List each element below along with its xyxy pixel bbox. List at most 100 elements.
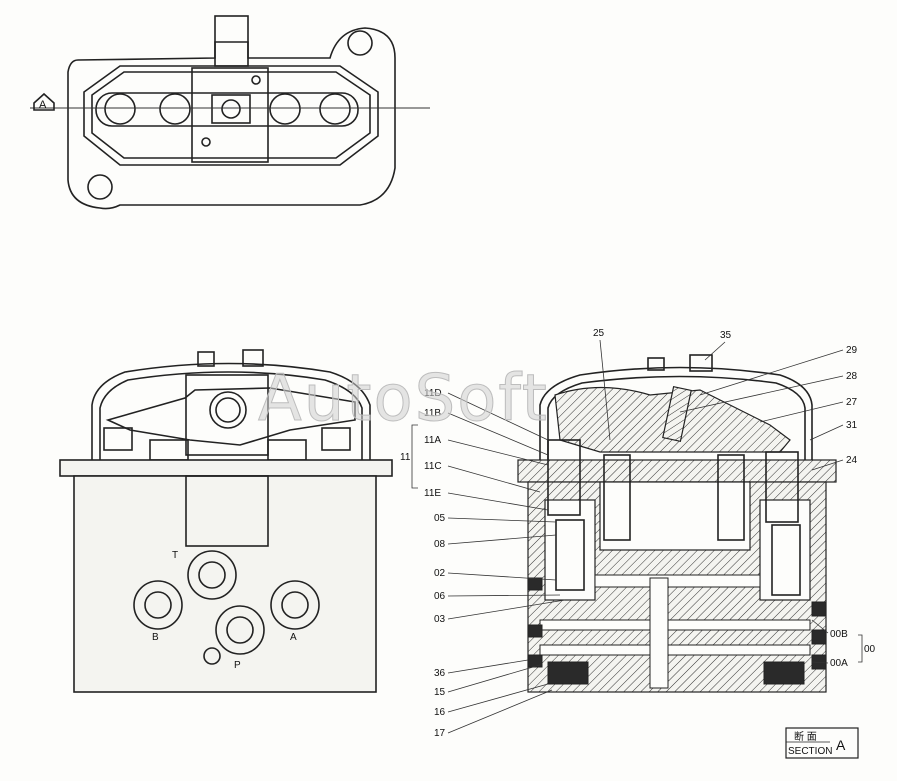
callout-11e: 11E [424, 488, 441, 499]
bracket-11 [411, 424, 418, 489]
leader-17 [447, 689, 553, 734]
callout-11b: 11B [424, 408, 441, 419]
front-plunger-head-2 [149, 439, 189, 461]
callout-36: 36 [434, 668, 446, 679]
section-flange [517, 459, 837, 483]
port-p [215, 605, 265, 655]
port-b-inner [144, 591, 172, 619]
section-side-plug-1 [527, 577, 543, 591]
top-view: A [30, 15, 430, 210]
leader-11a [447, 439, 549, 466]
section-box-frame [785, 727, 859, 759]
port-plug [203, 647, 221, 665]
leader-11c [447, 465, 541, 493]
callout-24: 24 [846, 455, 858, 466]
section-plunger-right [765, 451, 799, 523]
section-arrow-marker [33, 92, 55, 111]
section-right-bore [759, 499, 811, 601]
section-marker-letter: A [39, 99, 47, 111]
section-bolt-left [603, 454, 631, 541]
section-plunger-left [547, 439, 581, 516]
port-a-inner [281, 591, 309, 619]
callout-06: 06 [434, 591, 446, 602]
leader-36 [447, 659, 529, 674]
callout-11a: 11A [424, 435, 441, 446]
section-box-word: SECTION [788, 746, 832, 757]
front-plunger-head-1 [103, 427, 133, 451]
leader-02 [447, 572, 557, 581]
callout-11d: 11D [424, 388, 442, 399]
leader-25 [599, 339, 611, 441]
front-hub-bore [209, 391, 247, 429]
plunger-3 [269, 93, 301, 125]
section-left-bore [544, 499, 596, 601]
section-side-plug-4 [811, 601, 827, 617]
callout-11c: 11C [424, 461, 442, 472]
left-leaders [411, 339, 863, 734]
section-spring-left [555, 519, 585, 591]
section-view [517, 354, 837, 693]
leader-00b [811, 619, 829, 634]
section-side-plug-2 [527, 624, 543, 638]
port-t-inner [198, 561, 226, 589]
front-cam-lever [105, 387, 356, 446]
leader-29 [699, 349, 844, 396]
section-plug-left [547, 661, 589, 685]
lever-bar [95, 92, 359, 127]
leader-08 [447, 534, 557, 545]
group-label-00: 00 [864, 644, 876, 655]
section-passage-2 [539, 619, 811, 631]
leader-05 [447, 517, 557, 523]
leader-28 [679, 375, 844, 413]
callout-15: 15 [434, 687, 446, 698]
port-a [270, 580, 320, 630]
front-body-recess [185, 475, 269, 547]
section-side-plug-3 [527, 654, 543, 668]
callout-27: 27 [846, 397, 858, 408]
port-mark-a: A [290, 632, 297, 643]
callout-16: 16 [434, 707, 446, 718]
section-box-kanji: 断 面 [794, 730, 817, 743]
center-block [191, 67, 269, 163]
leader-24 [811, 459, 844, 471]
center-bolt [221, 99, 241, 119]
section-center-cavity [599, 481, 751, 551]
leader-35 [704, 341, 726, 361]
callout-35: 35 [720, 330, 732, 341]
leader-11b [447, 412, 549, 456]
front-plunger-head-3 [267, 439, 307, 461]
front-valve-body [73, 475, 377, 693]
plunger-2 [159, 93, 191, 125]
center-hub [211, 94, 251, 124]
section-passage-3 [539, 644, 811, 656]
top-boss [214, 15, 249, 67]
callout-02: 02 [434, 568, 446, 579]
callout-25: 25 [593, 328, 605, 339]
section-box-letter: A [836, 737, 846, 753]
section-title-box: 断 面 SECTION A [785, 727, 859, 759]
callout-28: 28 [846, 371, 858, 382]
front-cover-inner [99, 371, 363, 460]
pin-lower [201, 137, 211, 147]
cover-outline-outer [83, 65, 379, 166]
front-top-nut-2 [242, 349, 264, 367]
section-bolt-right [717, 454, 745, 541]
bracket-00 [858, 634, 863, 663]
port-mark-p: P [234, 660, 241, 671]
section-lever-pin [662, 385, 692, 443]
port-mark-b: B [152, 632, 159, 643]
front-view: T B A P [59, 349, 393, 693]
leader-27 [759, 401, 844, 423]
leader-15 [447, 664, 541, 693]
callout-29: 29 [846, 345, 858, 356]
front-cover-dome [91, 362, 371, 460]
leader-16 [447, 683, 549, 713]
port-p-inner [226, 616, 254, 644]
left-callouts: 11D 11B 11A 11C 11E 05 08 02 06 03 36 15… [400, 388, 446, 739]
section-center-drill [649, 577, 669, 689]
leader-31 [809, 424, 844, 441]
front-hub-block [185, 374, 269, 456]
port-mark-t: T [172, 550, 178, 561]
section-plug-right [763, 661, 805, 685]
